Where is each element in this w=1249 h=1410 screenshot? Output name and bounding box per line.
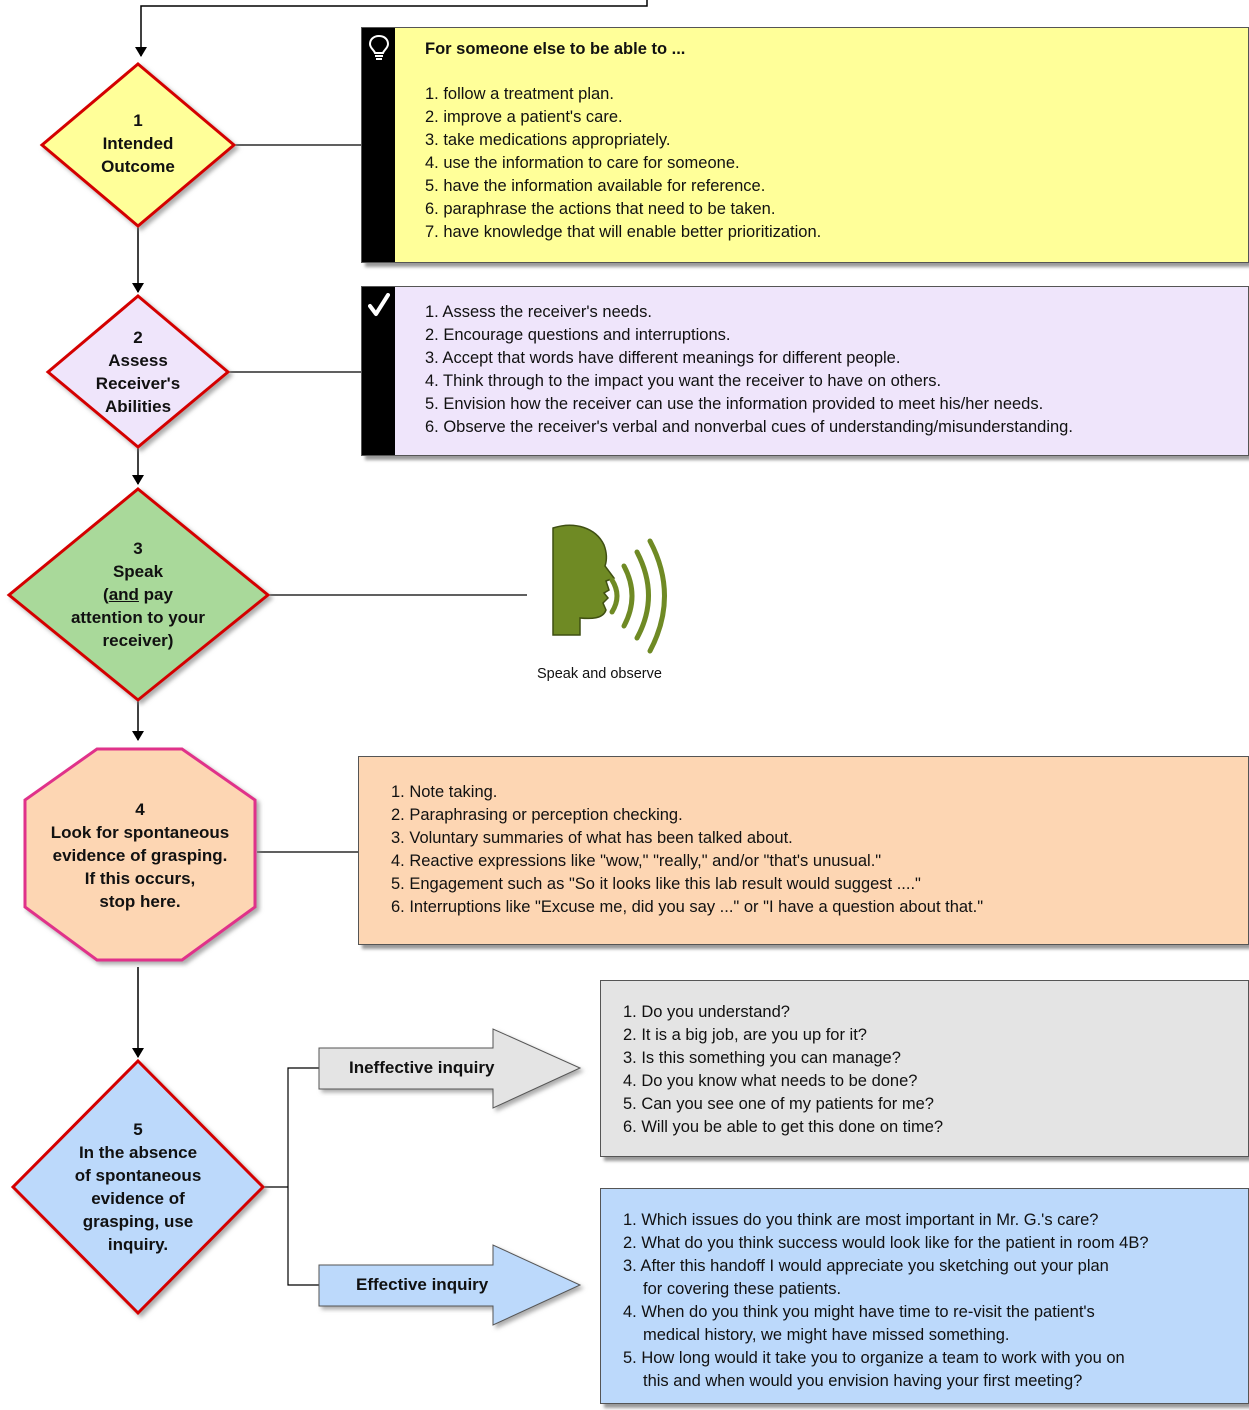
list-item: 4. Think through to the impact you want …	[425, 372, 942, 390]
effective-inquiry-arrow	[318, 1244, 582, 1326]
list-item: 4. Reactive expressions like "wow," "rea…	[391, 852, 882, 870]
node-5-number: 5	[133, 1120, 143, 1139]
node-5-label: 5 In the absence of spontaneous evidence…	[48, 1118, 228, 1256]
node-3-line-1: Speak	[112, 562, 164, 581]
node-3-line-3: attention to your	[70, 608, 206, 627]
node-4-label: 4 Look for spontaneous evidence of grasp…	[20, 798, 260, 913]
node-3-label: 3 Speak (and pay attention to your recei…	[48, 537, 228, 652]
list-item: 1. Assess the receiver's needs.	[425, 303, 652, 321]
node-3-pay: pay	[138, 585, 173, 604]
decision-intended-outcome	[39, 62, 237, 228]
intended-outcome-panel: For someone else to be able to ... 1. fo…	[361, 27, 1249, 263]
node-5-line-4: grasping, use	[82, 1212, 194, 1231]
list-item: 4. Do you know what needs to be done?	[623, 1072, 918, 1090]
list-item: 5. Engagement such as "So it looks like …	[391, 875, 921, 893]
list-item: 3. Accept that words have different mean…	[425, 349, 901, 367]
assess-list: 1. Assess the receiver's needs. 2. Encou…	[425, 301, 1073, 439]
lightbulb-icon	[368, 34, 390, 60]
speak-caption: Speak and observe	[537, 666, 662, 682]
checkmark-icon	[368, 293, 390, 316]
list-item: 1. Do you understand?	[623, 1003, 790, 1021]
node-4-line-1: Look for spontaneous	[50, 823, 230, 842]
node-5-line-3: evidence of	[91, 1189, 185, 1208]
list-item: 6. paraphrase the actions that need to b…	[425, 200, 776, 218]
panel-strip	[362, 287, 395, 455]
node-3-open-paren: (	[103, 585, 109, 604]
intended-outcome-heading: For someone else to be able to ...	[425, 40, 686, 58]
evidence-panel: 1. Note taking. 2. Paraphrasing or perce…	[358, 756, 1249, 945]
intended-outcome-list: 1. follow a treatment plan. 2. improve a…	[425, 83, 821, 244]
node-2-line-2: Receiver's	[95, 374, 181, 393]
entry-connector	[135, 0, 648, 57]
list-item: 5. Envision how the receiver can use the…	[425, 395, 1044, 413]
list-item: 3. take medications appropriately.	[425, 131, 671, 149]
list-item: 5. have the information available for re…	[425, 177, 766, 195]
list-item: 2. What do you think success would look …	[623, 1234, 1149, 1252]
node-2-line-3: Abilities	[104, 397, 172, 416]
ineffective-inquiry-label: Ineffective inquiry	[349, 1058, 495, 1077]
list-item: 2. Encourage questions and interruptions…	[425, 326, 731, 344]
node-1-line-1: Intended	[102, 134, 174, 153]
list-item: 4. use the information to care for someo…	[425, 154, 740, 172]
speaking-head-icon	[552, 524, 667, 654]
list-item: 3. Voluntary summaries of what has been …	[391, 829, 793, 847]
node-4-line-3: If this occurs,	[84, 869, 196, 888]
node-4-line-4: stop here.	[99, 892, 181, 911]
effective-list: 1. Which issues do you think are most im…	[623, 1209, 1149, 1393]
effective-inquiry-panel: 1. Which issues do you think are most im…	[600, 1188, 1249, 1404]
list-item: 2. Paraphrasing or perception checking.	[391, 806, 683, 824]
node-3-line-4: receiver)	[102, 631, 174, 650]
node-1-label: 1 Intended Outcome	[58, 109, 218, 178]
list-item: 1. Which issues do you think are most im…	[623, 1211, 1099, 1229]
node-1-number: 1	[133, 111, 143, 130]
node-3-line-2: (and pay	[48, 583, 228, 606]
node-2-line-1: Assess	[108, 351, 168, 370]
list-item: 2. improve a patient's care.	[425, 108, 623, 126]
ineffective-inquiry-panel: 1. Do you understand? 2. It is a big job…	[600, 980, 1249, 1157]
stop-octagon-evidence	[23, 747, 257, 962]
evidence-list: 1. Note taking. 2. Paraphrasing or perce…	[391, 781, 983, 919]
list-item-continuation: for covering these patients.	[643, 1280, 842, 1298]
node-5-line-1: In the absence	[78, 1143, 198, 1162]
node-5-line-2: of spontaneous	[74, 1166, 202, 1185]
list-item: 7. have knowledge that will enable bette…	[425, 223, 822, 241]
list-item: 5. Can you see one of my patients for me…	[623, 1095, 934, 1113]
list-item: 4. When do you think you might have time…	[623, 1303, 1095, 1321]
list-item: 6. Will you be able to get this done on …	[623, 1118, 944, 1136]
effective-inquiry-label: Effective inquiry	[356, 1275, 489, 1294]
list-item: 2. It is a big job, are you up for it?	[623, 1026, 867, 1044]
assess-panel: 1. Assess the receiver's needs. 2. Encou…	[361, 286, 1249, 456]
node-2-label: 2 Assess Receiver's Abilities	[58, 326, 218, 418]
list-item: 3. After this handoff I would appreciate…	[623, 1257, 1109, 1275]
node-5-line-5: inquiry.	[107, 1235, 169, 1254]
node-2-number: 2	[133, 328, 143, 347]
decision-speak	[6, 487, 271, 702]
list-item: 1. follow a treatment plan.	[425, 85, 614, 103]
list-item: 5. How long would it take you to organiz…	[623, 1349, 1125, 1367]
node-4-number: 4	[135, 800, 145, 819]
ineffective-inquiry-arrow	[318, 1028, 582, 1109]
list-item: 3. Is this something you can manage?	[623, 1049, 901, 1067]
connector-5-branch	[287, 1067, 319, 1286]
decision-assess-abilities	[45, 294, 231, 449]
list-item: 6. Interruptions like "Excuse me, did yo…	[391, 898, 984, 916]
list-item: 1. Note taking.	[391, 783, 498, 801]
node-1-line-2: Outcome	[101, 157, 175, 176]
panel-strip	[362, 28, 395, 262]
list-item-continuation: this and when would you envision having …	[643, 1372, 1083, 1390]
list-item: 6. Observe the receiver's verbal and non…	[425, 418, 1073, 436]
node-3-underlined-and: and	[108, 585, 139, 604]
node-3-number: 3	[133, 539, 143, 558]
decision-inquiry	[10, 1058, 266, 1316]
node-4-line-2: evidence of grasping.	[52, 846, 228, 865]
ineffective-list: 1. Do you understand? 2. It is a big job…	[623, 1001, 943, 1139]
list-item-continuation: medical history, we might have missed so…	[643, 1326, 1010, 1344]
